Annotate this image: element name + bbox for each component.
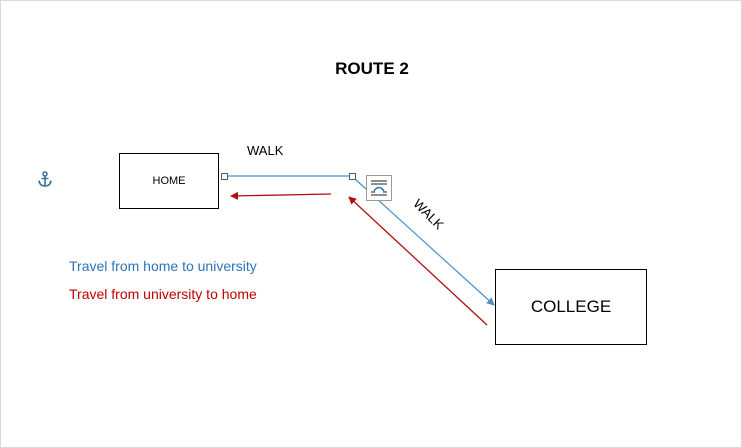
legend-university-to-home: Travel from university to home bbox=[69, 286, 257, 302]
college-box[interactable]: COLLEGE bbox=[495, 269, 647, 345]
home-label: HOME bbox=[152, 175, 186, 187]
arrow-return-to-home[interactable] bbox=[230, 191, 332, 200]
walk-label-top: WALK bbox=[247, 143, 284, 158]
connector-handle-end[interactable] bbox=[349, 173, 356, 180]
home-box[interactable]: HOME bbox=[119, 153, 219, 209]
diagram-title: ROUTE 2 bbox=[335, 59, 409, 78]
anchor-icon[interactable] bbox=[37, 171, 53, 189]
college-label: COLLEGE bbox=[530, 297, 612, 316]
layout-options-icon[interactable] bbox=[366, 175, 392, 201]
arrow-college-to-junction[interactable] bbox=[348, 196, 488, 326]
connector-handle-start[interactable] bbox=[221, 173, 228, 180]
legend-home-to-university: Travel from home to university bbox=[69, 258, 257, 274]
